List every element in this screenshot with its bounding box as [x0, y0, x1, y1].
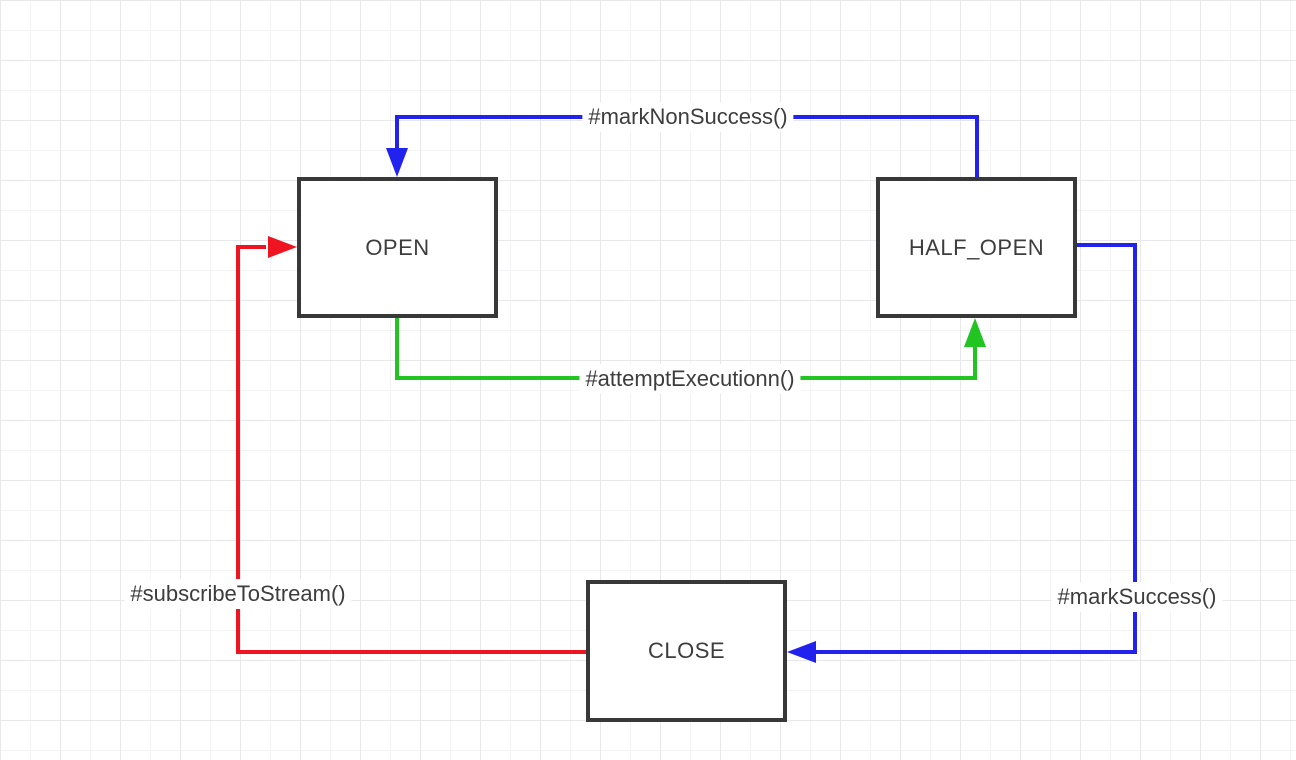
arrowhead-down-icon — [386, 148, 408, 177]
transition-label-attempt-execution[interactable]: #attemptExecutionn() — [579, 364, 801, 394]
state-node-half-open[interactable]: HALF_OPEN — [876, 177, 1077, 318]
arrowhead-left-icon — [787, 641, 816, 663]
arrow-line-mark-success[interactable] — [814, 243, 1137, 654]
state-label-half-open: HALF_OPEN — [908, 234, 1045, 260]
transition-label-subscribe-to-stream[interactable]: #subscribeToStream() — [124, 579, 352, 609]
state-node-open[interactable]: OPEN — [297, 177, 498, 318]
state-label-open: OPEN — [365, 234, 430, 260]
state-label-close: CLOSE — [647, 638, 726, 663]
arrow-line-subscribe-to-stream[interactable] — [236, 245, 586, 654]
arrowhead-right-icon — [268, 236, 297, 258]
state-node-close[interactable]: CLOSE — [586, 580, 787, 722]
transition-label-mark-success[interactable]: #markSuccess() — [1051, 582, 1223, 612]
transition-arrow-subscribe-to-stream[interactable] — [236, 236, 586, 654]
transition-arrow-mark-success[interactable] — [787, 243, 1137, 663]
transition-label-mark-non-success[interactable]: #markNonSuccess() — [582, 102, 794, 132]
arrowhead-up-icon — [964, 318, 986, 347]
